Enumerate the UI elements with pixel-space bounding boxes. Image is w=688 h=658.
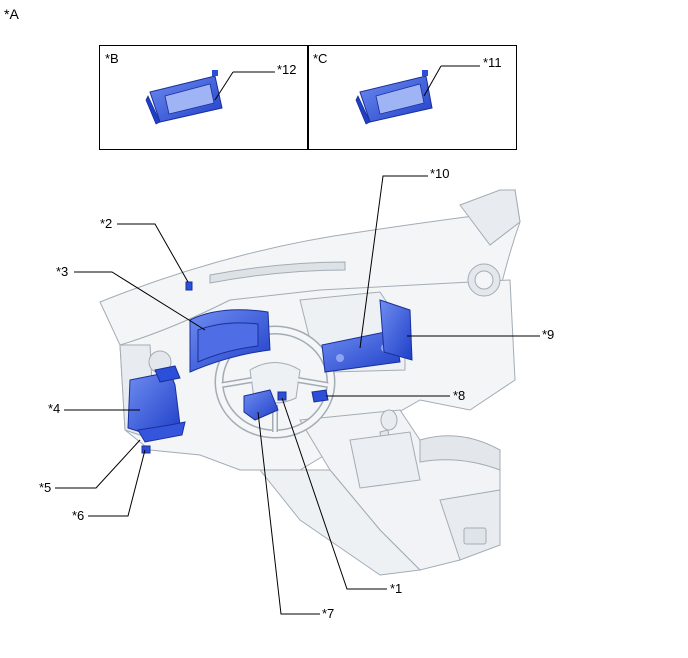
callout-12: *12 [277, 62, 297, 77]
view-label: *A [4, 6, 19, 22]
callout-11: *11 [483, 55, 502, 70]
center-console [258, 409, 501, 576]
callout-3: *3 [56, 264, 69, 279]
inset-c-label: *C [313, 51, 328, 66]
highlighted-components [127, 281, 413, 454]
callout-10: *10 [430, 166, 450, 181]
callout-7: *7 [322, 606, 335, 621]
callout-5: *5 [39, 480, 52, 495]
inset-c-component [355, 70, 433, 125]
inset-b-label: *B [105, 51, 119, 66]
callout-6: *6 [72, 508, 85, 523]
callout-4: *4 [48, 401, 61, 416]
callout-1: *1 [390, 581, 403, 596]
callout-8: *8 [453, 388, 466, 403]
callout-9: *9 [542, 327, 555, 342]
leader-lines [55, 65, 540, 615]
inset-c-frame: *C [307, 45, 517, 150]
callout-2: *2 [100, 216, 113, 231]
inset-b-component [145, 70, 223, 125]
inset-b-frame: *B [99, 45, 309, 150]
